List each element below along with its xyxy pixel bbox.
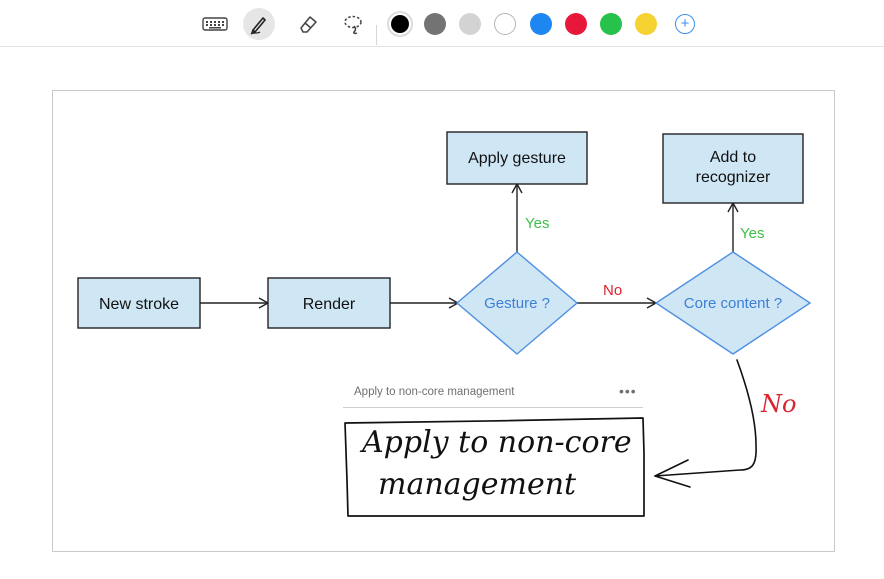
handwritten-line-2: management (378, 467, 577, 502)
node-new-stroke-label: New stroke (99, 296, 179, 313)
node-render (267, 277, 391, 329)
more-options-button[interactable]: ••• (619, 383, 637, 399)
edge-label-core-no-handwritten: No (760, 390, 796, 418)
color-blue[interactable] (530, 13, 552, 35)
color-white[interactable] (494, 13, 516, 35)
color-light-gray[interactable] (459, 13, 481, 35)
lasso-tool[interactable] (337, 8, 369, 40)
node-add-to-recognizer-line2: recognizer (696, 169, 771, 186)
edge-label-gesture-no: No (603, 282, 622, 299)
node-apply-gesture (446, 131, 588, 185)
color-black-selected[interactable] (387, 11, 413, 37)
ink-toolbar: + (0, 0, 884, 47)
lasso-icon (344, 15, 362, 35)
color-dot (391, 15, 409, 33)
node-add-to-recognizer (662, 133, 804, 204)
eraser-tool[interactable] (292, 8, 324, 40)
node-add-to-recognizer-line1: Add to (710, 149, 756, 166)
color-red[interactable] (565, 13, 587, 35)
handwritten-box (344, 417, 645, 517)
node-render-label: Render (303, 296, 356, 313)
plus-icon: + (680, 15, 690, 32)
eraser-icon (300, 16, 317, 33)
recognition-suggestion[interactable]: Apply to non-core management (354, 386, 515, 398)
node-core-content-decision (654, 251, 812, 355)
pen-icon (250, 17, 266, 35)
color-dark-gray[interactable] (424, 13, 446, 35)
node-apply-gesture-label: Apply gesture (468, 150, 566, 167)
pen-tool[interactable] (243, 8, 275, 40)
suggestion-divider (343, 407, 643, 408)
add-color-button[interactable]: + (675, 14, 695, 34)
handwritten-line-1: Apply to non-core (362, 425, 632, 460)
color-green[interactable] (600, 13, 622, 35)
toolbar-divider (376, 25, 377, 45)
color-yellow[interactable] (635, 13, 657, 35)
node-core-content-label: Core content ? (684, 295, 782, 312)
edge-label-gesture-yes: Yes (525, 215, 549, 232)
handwritten-no-arrow (654, 359, 757, 477)
node-new-stroke (77, 277, 201, 329)
keyboard-tool[interactable] (199, 8, 231, 40)
node-gesture-decision (455, 251, 579, 355)
node-gesture-label: Gesture ? (484, 295, 550, 312)
edge-label-core-yes: Yes (740, 225, 764, 242)
keyboard-icon (202, 17, 228, 31)
handwritten-arrowhead (654, 459, 691, 488)
